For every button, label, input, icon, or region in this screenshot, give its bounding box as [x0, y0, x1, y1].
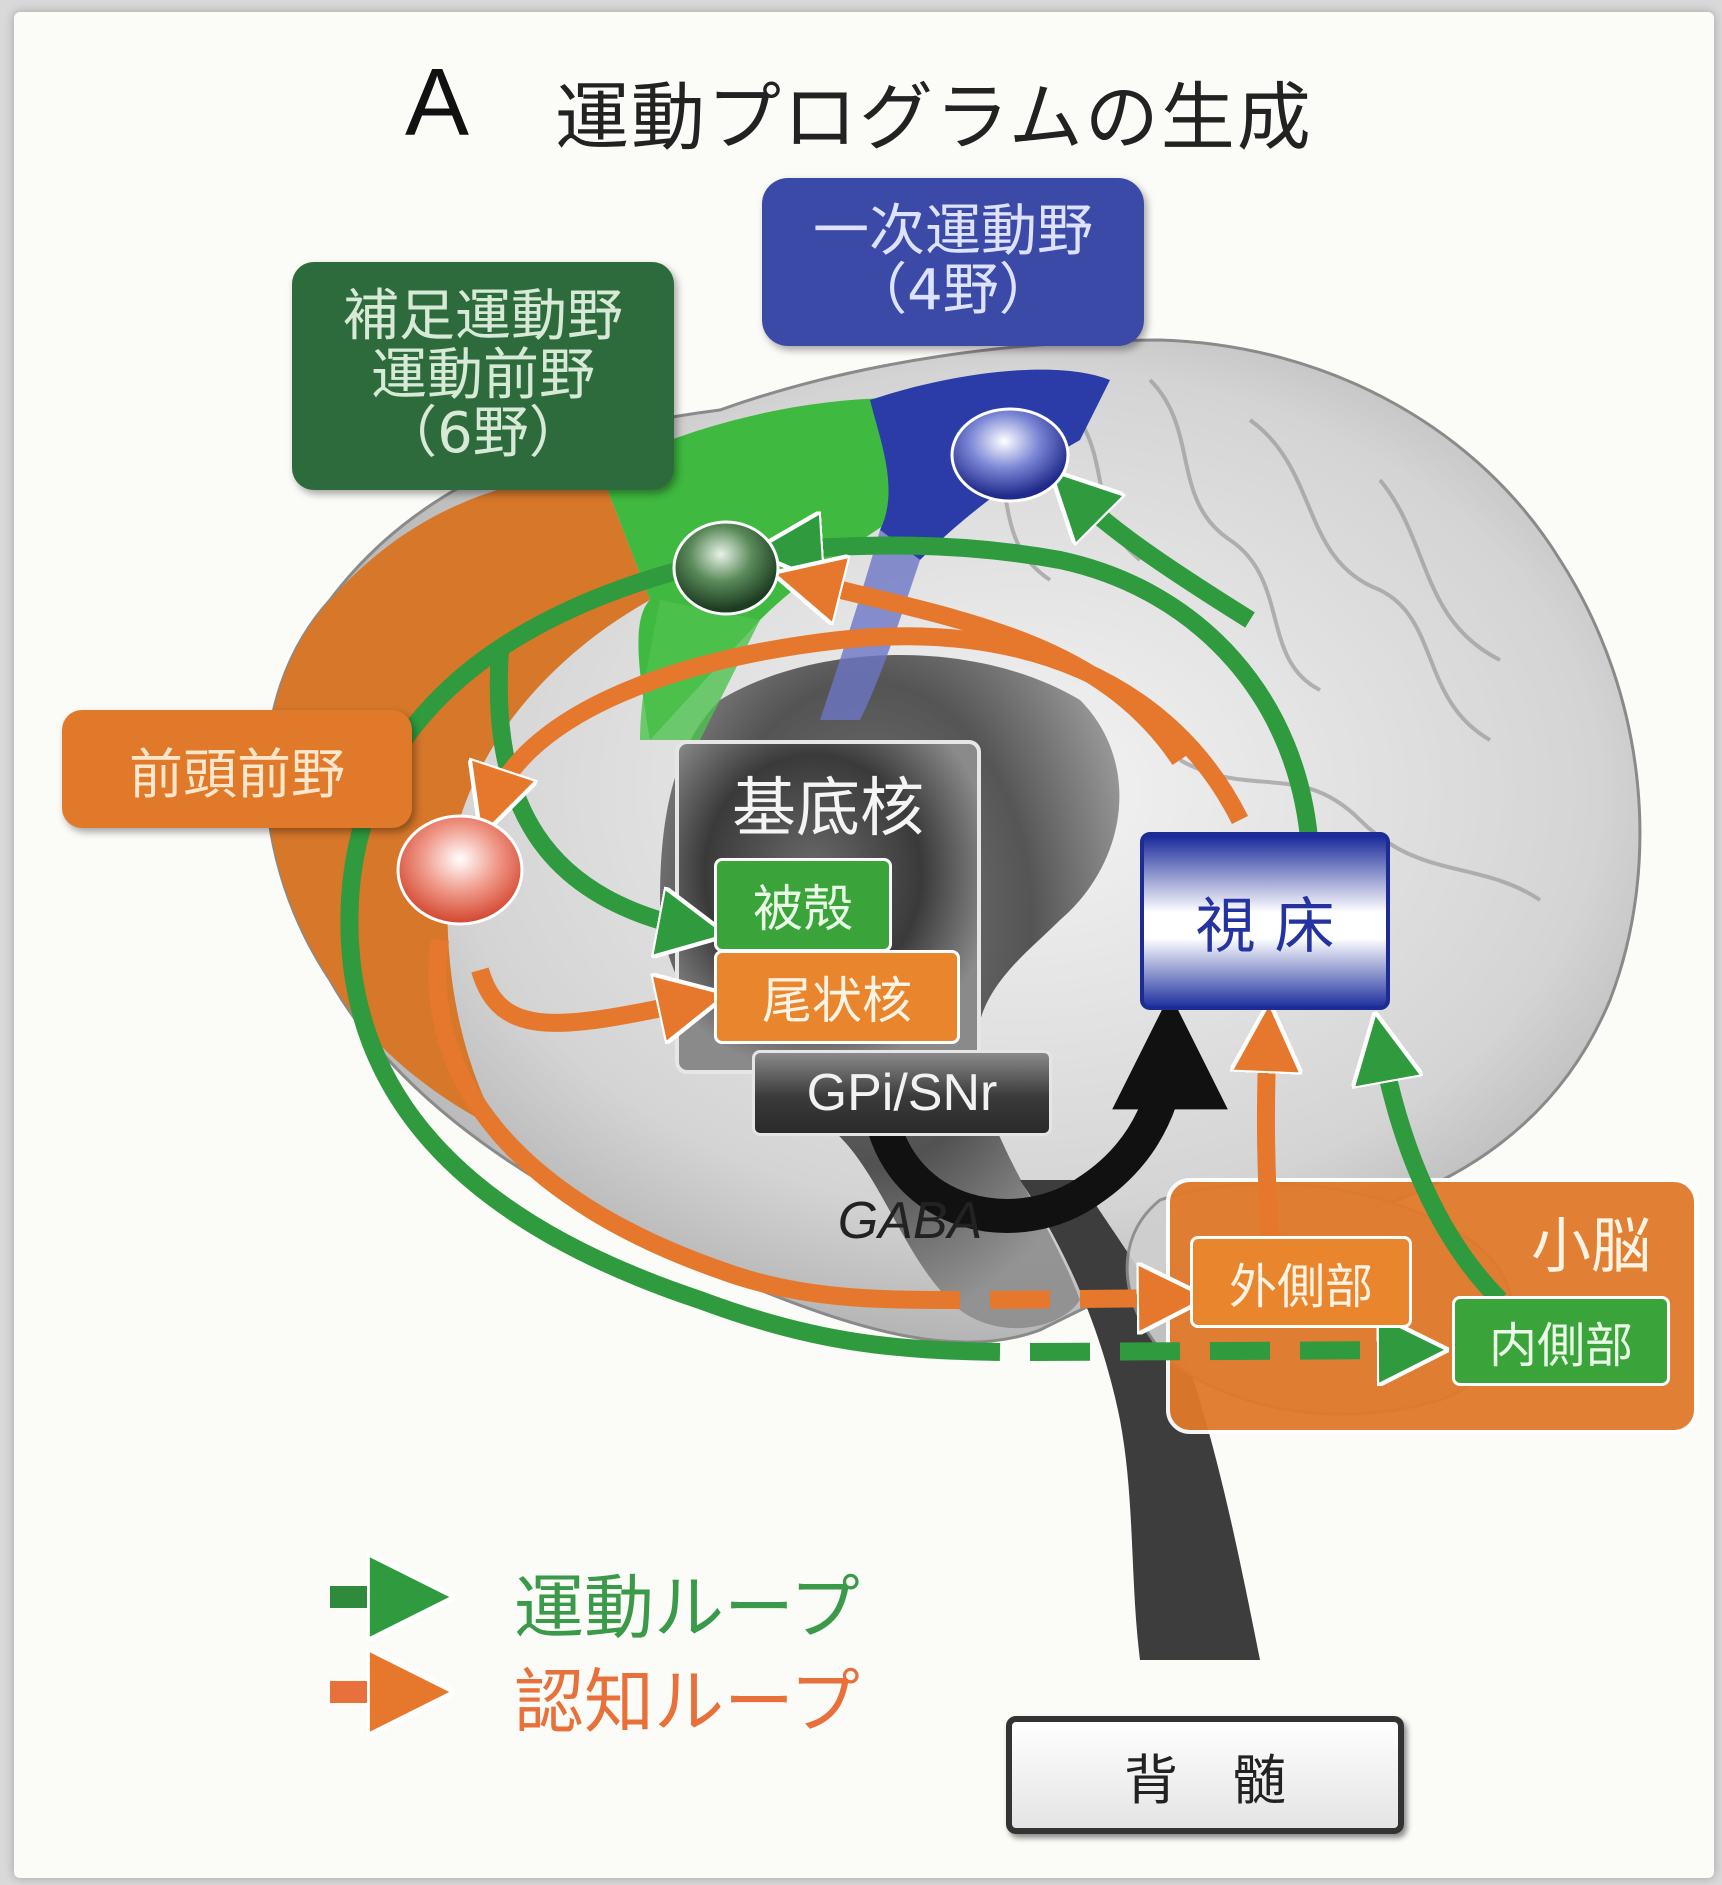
- thalamus-to-prefrontal: [490, 627, 1249, 820]
- premotor-neuron-ball: [672, 520, 780, 616]
- gaba-label: GABA: [837, 1192, 983, 1250]
- primary-motor-line2: （4野）: [851, 258, 1055, 323]
- supplementary-motor-line3: （6野）: [381, 401, 585, 467]
- legend-arrows: [330, 1597, 420, 1692]
- motor-loop-dash: [1029, 1350, 1420, 1352]
- legend-motor-loop-label: 運動ループ: [514, 1567, 860, 1649]
- supplementary-motor-line2: 運動前野: [371, 342, 595, 408]
- thalamus-to-premotor: [780, 546, 1319, 851]
- prefrontal-to-caudate: [471, 967, 700, 1023]
- figure-title: 運動プログラムの生成: [555, 75, 1313, 161]
- cerebellum-label: 小脳: [1531, 1211, 1651, 1282]
- lateral-to-thalamus: [1266, 1030, 1270, 1241]
- thalamus-label: 視 床: [1140, 832, 1390, 1010]
- gpi-snr-label: GPi/SNr: [752, 1050, 1052, 1136]
- primary-motor-neuron-ball: [950, 407, 1070, 503]
- prefrontal-to-premotor: [800, 580, 1188, 765]
- cerebellum-medial-label: 内側部: [1452, 1296, 1670, 1386]
- primary-motor-medial: [820, 530, 920, 720]
- primary-motor-line1: 一次運動野: [813, 199, 1093, 265]
- figure-letter: A: [405, 49, 470, 156]
- cognitive-loop-outer: [428, 938, 961, 1309]
- prefrontal-area: [266, 470, 650, 1130]
- brainstem-shape: [1020, 1180, 1260, 1660]
- supplementary-motor-label: 補足運動野 運動前野 （6野）: [292, 262, 674, 490]
- motor-loop-paths: [340, 490, 1507, 1361]
- prefrontal-label: 前頭前野: [62, 710, 412, 828]
- primary-motor-label: 一次運動野 （4野）: [762, 178, 1144, 346]
- prefrontal-neuron-ball: [396, 814, 524, 926]
- medial-to-thalamus: [1380, 1040, 1507, 1307]
- legend-cognitive-loop-label: 認知ループ: [514, 1661, 860, 1743]
- cognitive-loop-dash: [989, 1298, 1180, 1300]
- cerebellum-lateral-label: 外側部: [1190, 1236, 1412, 1328]
- gaba-arrow: [863, 993, 1228, 1233]
- thalamus-to-primary: [1070, 490, 1255, 628]
- spinal-cord-label: 背 髄: [1006, 1716, 1404, 1834]
- supplementary-motor-line1: 補足運動野: [343, 283, 623, 349]
- putamen-label: 被殻: [714, 858, 892, 952]
- caudate-label: 尾状核: [714, 950, 960, 1044]
- basal-ganglia-label: 基底核: [732, 772, 924, 846]
- cognitive-loop-paths: [428, 580, 1270, 1309]
- motor-loop-outer: [340, 561, 1001, 1361]
